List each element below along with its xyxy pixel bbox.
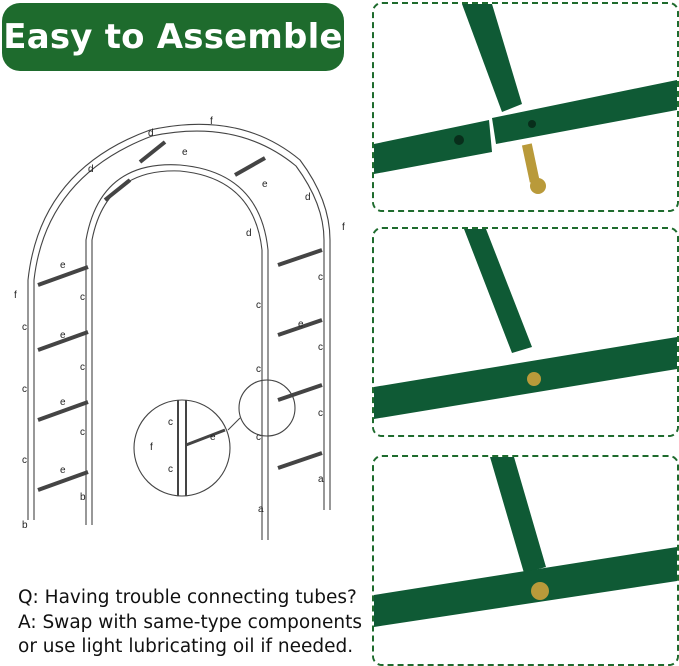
label-e-left2: e bbox=[60, 330, 66, 341]
label-e-left4: e bbox=[60, 465, 66, 476]
screw-photo bbox=[374, 457, 677, 664]
qa-answer-line1: A: Swap with same-type components bbox=[18, 611, 362, 633]
label-e-left1: e bbox=[60, 260, 66, 271]
label-c-left4: c bbox=[80, 292, 85, 303]
label-e-right2: e bbox=[298, 319, 304, 330]
label-f-left: f bbox=[14, 290, 17, 301]
label-c-right5: c bbox=[318, 342, 323, 353]
label-e-top: e bbox=[182, 147, 188, 158]
tube-insert-photo bbox=[374, 229, 677, 435]
label-d-mid: d bbox=[246, 228, 252, 239]
label-e-left3: e bbox=[60, 397, 66, 408]
qa-block: Q: Having trouble connecting tubes? A: S… bbox=[18, 586, 363, 660]
assembly-diagram: d d d d e e e e e e e c c c c c c c c c … bbox=[14, 116, 345, 540]
label-c-right4: c bbox=[318, 272, 323, 283]
photo-panel-3 bbox=[372, 455, 679, 666]
qa-answer-line2: or use light lubricating oil if needed. bbox=[18, 636, 354, 657]
label-c-left3: c bbox=[22, 455, 27, 466]
label-c-left2: c bbox=[22, 384, 27, 395]
label-c-right2: c bbox=[256, 364, 261, 375]
title-badge: Easy to Assemble bbox=[2, 3, 344, 71]
label-f-zoom: f bbox=[150, 442, 153, 453]
label-e-zoom: e bbox=[210, 432, 216, 443]
qa-question: Q: Having trouble connecting tubes? bbox=[18, 587, 357, 608]
tube-joint-photo bbox=[374, 4, 677, 210]
photo-panel-1 bbox=[372, 2, 679, 212]
label-c-left6: c bbox=[80, 427, 85, 438]
label-c-zoom2: c bbox=[168, 464, 173, 475]
label-c-right3: c bbox=[256, 432, 261, 443]
label-c-left5: c bbox=[80, 362, 85, 373]
label-d-right: d bbox=[305, 192, 311, 203]
label-f-top: f bbox=[210, 116, 213, 127]
label-e-right-top: e bbox=[262, 179, 268, 190]
label-a-right: a bbox=[318, 474, 324, 485]
label-d-top: d bbox=[148, 128, 154, 139]
label-d-left: d bbox=[88, 164, 94, 175]
label-c-left1: c bbox=[22, 322, 27, 333]
photo-panel-2 bbox=[372, 227, 679, 437]
page-title: Easy to Assemble bbox=[3, 17, 343, 57]
label-c-right6: c bbox=[318, 408, 323, 419]
label-b-left: b bbox=[22, 520, 28, 531]
label-f-right: f bbox=[342, 222, 345, 233]
label-c-zoom1: c bbox=[168, 417, 173, 428]
label-c-right1: c bbox=[256, 300, 261, 311]
label-a-inner: a bbox=[258, 504, 264, 515]
label-b-inner: b bbox=[80, 492, 86, 503]
